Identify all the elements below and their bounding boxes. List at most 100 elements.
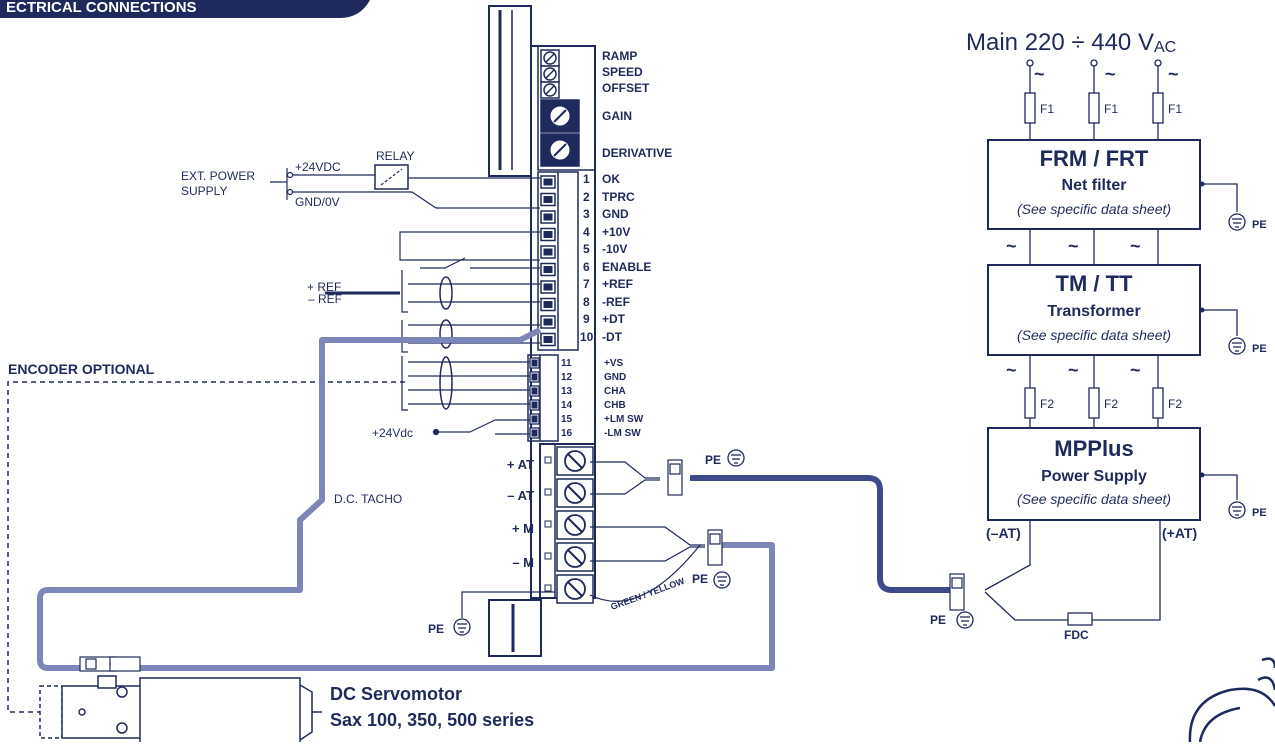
relay bbox=[374, 164, 409, 190]
encoder-terminal-labels: 11 +VS 12 GND 13 CHA 14 CHB 15 +LM SW 16… bbox=[561, 358, 644, 439]
terminal-15[interactable] bbox=[529, 413, 540, 425]
fuse-f2-label: F2 bbox=[1104, 397, 1118, 411]
encoder-cable bbox=[7, 381, 405, 713]
terminal-blocks-1-10 bbox=[540, 175, 556, 347]
phase-symbol: ~ bbox=[1105, 64, 1116, 84]
terminal-10[interactable] bbox=[540, 332, 556, 347]
cable-clamps bbox=[79, 459, 965, 672]
minus-ref-label: – REF bbox=[308, 292, 342, 306]
phase-symbol: ~ bbox=[1006, 360, 1017, 380]
fuse-f2-label: F2 bbox=[1168, 397, 1182, 411]
terminal-8[interactable] bbox=[540, 297, 556, 312]
transformer-box: TM / TT Transformer (See specific data s… bbox=[987, 264, 1201, 356]
power-screw-terminal[interactable] bbox=[544, 446, 594, 476]
terminal-6[interactable] bbox=[540, 262, 556, 277]
pe-label: PE bbox=[705, 453, 721, 467]
terminal-num: 3 bbox=[583, 207, 590, 221]
terminal-num: 1 bbox=[583, 172, 590, 186]
terminal-num: 12 bbox=[561, 372, 573, 383]
terminal-5[interactable] bbox=[540, 245, 556, 259]
terminal-num: 9 bbox=[583, 312, 590, 326]
power-screw-terminal[interactable] bbox=[544, 542, 594, 572]
plus-at-label: (+AT) bbox=[1162, 525, 1197, 541]
box-subtitle: Net filter bbox=[1062, 177, 1127, 194]
phase-symbol: ~ bbox=[1130, 236, 1141, 256]
terminal-num: 8 bbox=[583, 295, 590, 309]
terminal-7[interactable] bbox=[540, 280, 556, 294]
terminal-label: -DT bbox=[602, 330, 623, 344]
terminal-minus-at: – AT bbox=[507, 488, 534, 503]
power-screw-terminal[interactable] bbox=[544, 574, 594, 604]
gnd-label: GND/0V bbox=[295, 195, 340, 209]
speed-pot[interactable] bbox=[540, 65, 560, 83]
terminal-13[interactable] bbox=[529, 385, 540, 397]
terminal-label: CHB bbox=[604, 400, 626, 411]
pe-label: PE bbox=[1252, 343, 1267, 355]
terminal-num: 13 bbox=[561, 386, 573, 397]
ramp-pot[interactable] bbox=[540, 49, 560, 67]
box-title: FRM / FRT bbox=[1040, 146, 1149, 171]
gain-rotary-switch[interactable] bbox=[540, 99, 580, 133]
green-yellow-label: GREEN / YELLOW bbox=[609, 576, 686, 612]
box-note: (See specific data sheet) bbox=[1017, 201, 1171, 217]
box-title: TM / TT bbox=[1056, 271, 1134, 296]
terminal-label: GND bbox=[604, 372, 626, 383]
terminal-label: +10V bbox=[602, 225, 630, 239]
mains-label: Main 220 ÷ 440 VAC bbox=[966, 29, 1176, 56]
fuse-f1-label: F1 bbox=[1168, 102, 1182, 116]
terminal-label: +VS bbox=[604, 358, 624, 369]
terminal-label: CHA bbox=[604, 386, 626, 397]
terminal-1[interactable] bbox=[540, 175, 556, 189]
terminal-plus-m: + M bbox=[512, 521, 534, 536]
encoder-optional-label: ENCODER OPTIONAL bbox=[8, 361, 155, 377]
terminal-12[interactable] bbox=[529, 371, 540, 383]
terminal-2[interactable] bbox=[540, 192, 556, 207]
pe-label: PE bbox=[930, 613, 946, 627]
fuses bbox=[1024, 92, 1164, 626]
fdc-label: FDC bbox=[1064, 628, 1089, 642]
power-supply-box: MPPlus Power Supply (See specific data s… bbox=[987, 427, 1201, 521]
terminal-num: 4 bbox=[583, 225, 590, 239]
power-terminals bbox=[544, 446, 594, 604]
terminal-num: 14 bbox=[561, 400, 573, 411]
drive-board bbox=[488, 5, 596, 657]
terminal-num: 10 bbox=[580, 330, 594, 344]
terminal-num: 7 bbox=[583, 277, 590, 291]
brand-logo-icon bbox=[1188, 657, 1275, 743]
terminal-label: ENABLE bbox=[602, 260, 651, 274]
phase-symbol: ~ bbox=[1168, 64, 1179, 84]
power-screw-terminal[interactable] bbox=[544, 510, 594, 540]
terminal-3[interactable] bbox=[540, 210, 556, 224]
box-title: MPPlus bbox=[1054, 436, 1133, 461]
terminal-11[interactable] bbox=[529, 357, 540, 369]
terminal-16[interactable] bbox=[529, 427, 540, 439]
terminal-14[interactable] bbox=[529, 399, 540, 411]
power-screw-terminal[interactable] bbox=[544, 478, 594, 508]
terminal-num: 15 bbox=[561, 414, 573, 425]
motor-series: Sax 100, 350, 500 series bbox=[330, 710, 534, 730]
phase-symbol: ~ bbox=[1068, 236, 1079, 256]
terminal-4[interactable] bbox=[540, 227, 556, 242]
terminal-9[interactable] bbox=[540, 315, 556, 329]
pe-grounds bbox=[453, 449, 974, 636]
fuse-f1-label: F1 bbox=[1040, 102, 1054, 116]
pe-label: PE bbox=[1252, 219, 1267, 231]
terminal-num: 2 bbox=[583, 190, 590, 204]
terminal-label: -10V bbox=[602, 242, 627, 256]
ext-power-label: EXT. POWER bbox=[181, 169, 255, 183]
pe-label: PE bbox=[428, 622, 444, 636]
phase-symbol: ~ bbox=[1068, 360, 1079, 380]
power-terminal-labels: + AT – AT + M – M bbox=[507, 457, 534, 570]
terminal-minus-m: – M bbox=[512, 555, 534, 570]
phase-symbol: ~ bbox=[1130, 360, 1141, 380]
box-note: (See specific data sheet) bbox=[1017, 491, 1171, 507]
terminal-num: 5 bbox=[583, 242, 590, 256]
terminal-num: 6 bbox=[583, 260, 590, 274]
title-tab: ECTRICAL CONNECTIONS bbox=[0, 0, 370, 18]
offset-pot[interactable] bbox=[540, 81, 560, 99]
pot-label-gain: GAIN bbox=[602, 109, 632, 123]
terminal-label: OK bbox=[602, 172, 620, 186]
derivative-rotary-switch[interactable] bbox=[540, 133, 580, 167]
v24-label: +24VDC bbox=[295, 160, 341, 174]
